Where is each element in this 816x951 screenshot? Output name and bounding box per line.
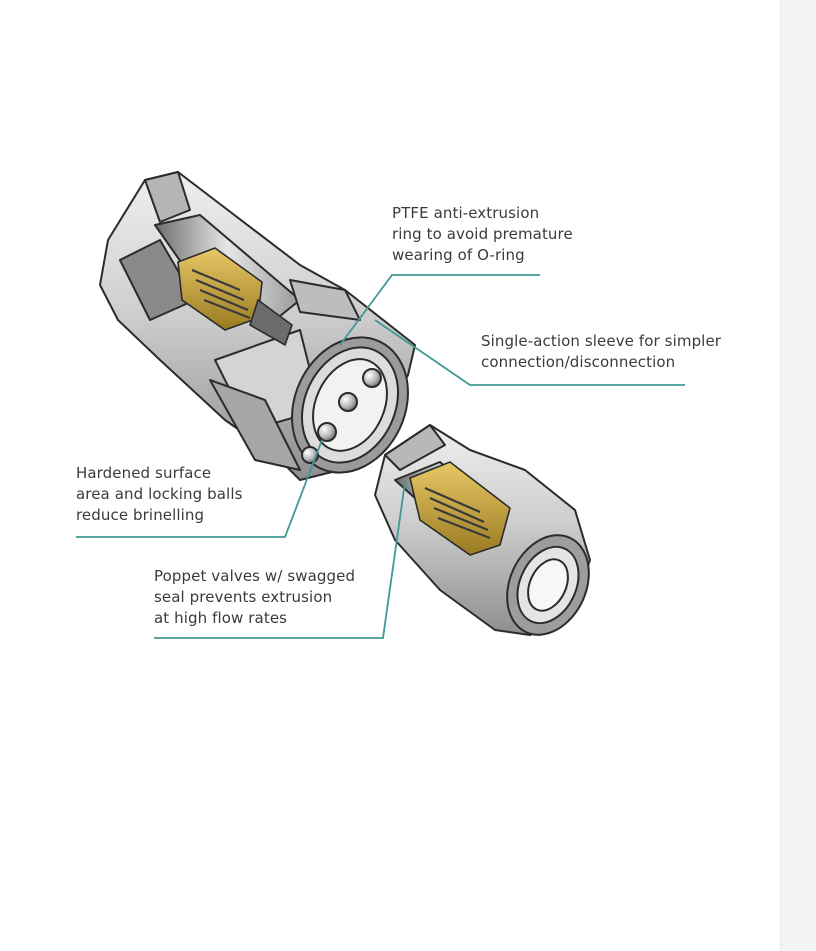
female-poppet-valve [177, 247, 293, 347]
leader-line-ptfe [339, 274, 540, 346]
callout-ptfe-ring: PTFE anti-extrusion ring to avoid premat… [392, 203, 573, 266]
callout-hardened-surface: Hardened surface area and locking balls … [76, 463, 243, 526]
callout-text: at high flow rates [154, 609, 288, 627]
callout-text: wearing of O-ring [392, 246, 525, 264]
male-front-face [506, 534, 590, 636]
callout-text: PTFE anti-extrusion [392, 204, 540, 222]
leader-line-poppet [154, 481, 406, 639]
callout-text: area and locking balls [76, 485, 243, 503]
female-front-face [291, 336, 409, 474]
locking-ball [338, 392, 358, 412]
callout-text: ring to avoid premature [392, 225, 573, 243]
leader-lines [76, 274, 685, 639]
male-poppet-valve [409, 461, 511, 556]
leader-line-sleeve [374, 319, 685, 386]
callout-text: Poppet valves w/ swagged [154, 567, 356, 585]
leader-line-hardened [76, 439, 323, 538]
callout-text: connection/disconnection [481, 353, 676, 371]
callout-text: reduce brinelling [76, 506, 205, 524]
callout-text: seal prevents extrusion [154, 588, 333, 606]
callout-single-action-sleeve: Single-action sleeve for simpler connect… [481, 331, 721, 373]
page-edge-strip [780, 0, 816, 951]
callout-poppet-valves: Poppet valves w/ swagged seal prevents e… [154, 566, 355, 629]
locking-ball [362, 368, 382, 388]
callout-text: Hardened surface [76, 464, 212, 482]
locking-ball [317, 422, 337, 442]
callout-text: Single-action sleeve for simpler [481, 332, 722, 350]
